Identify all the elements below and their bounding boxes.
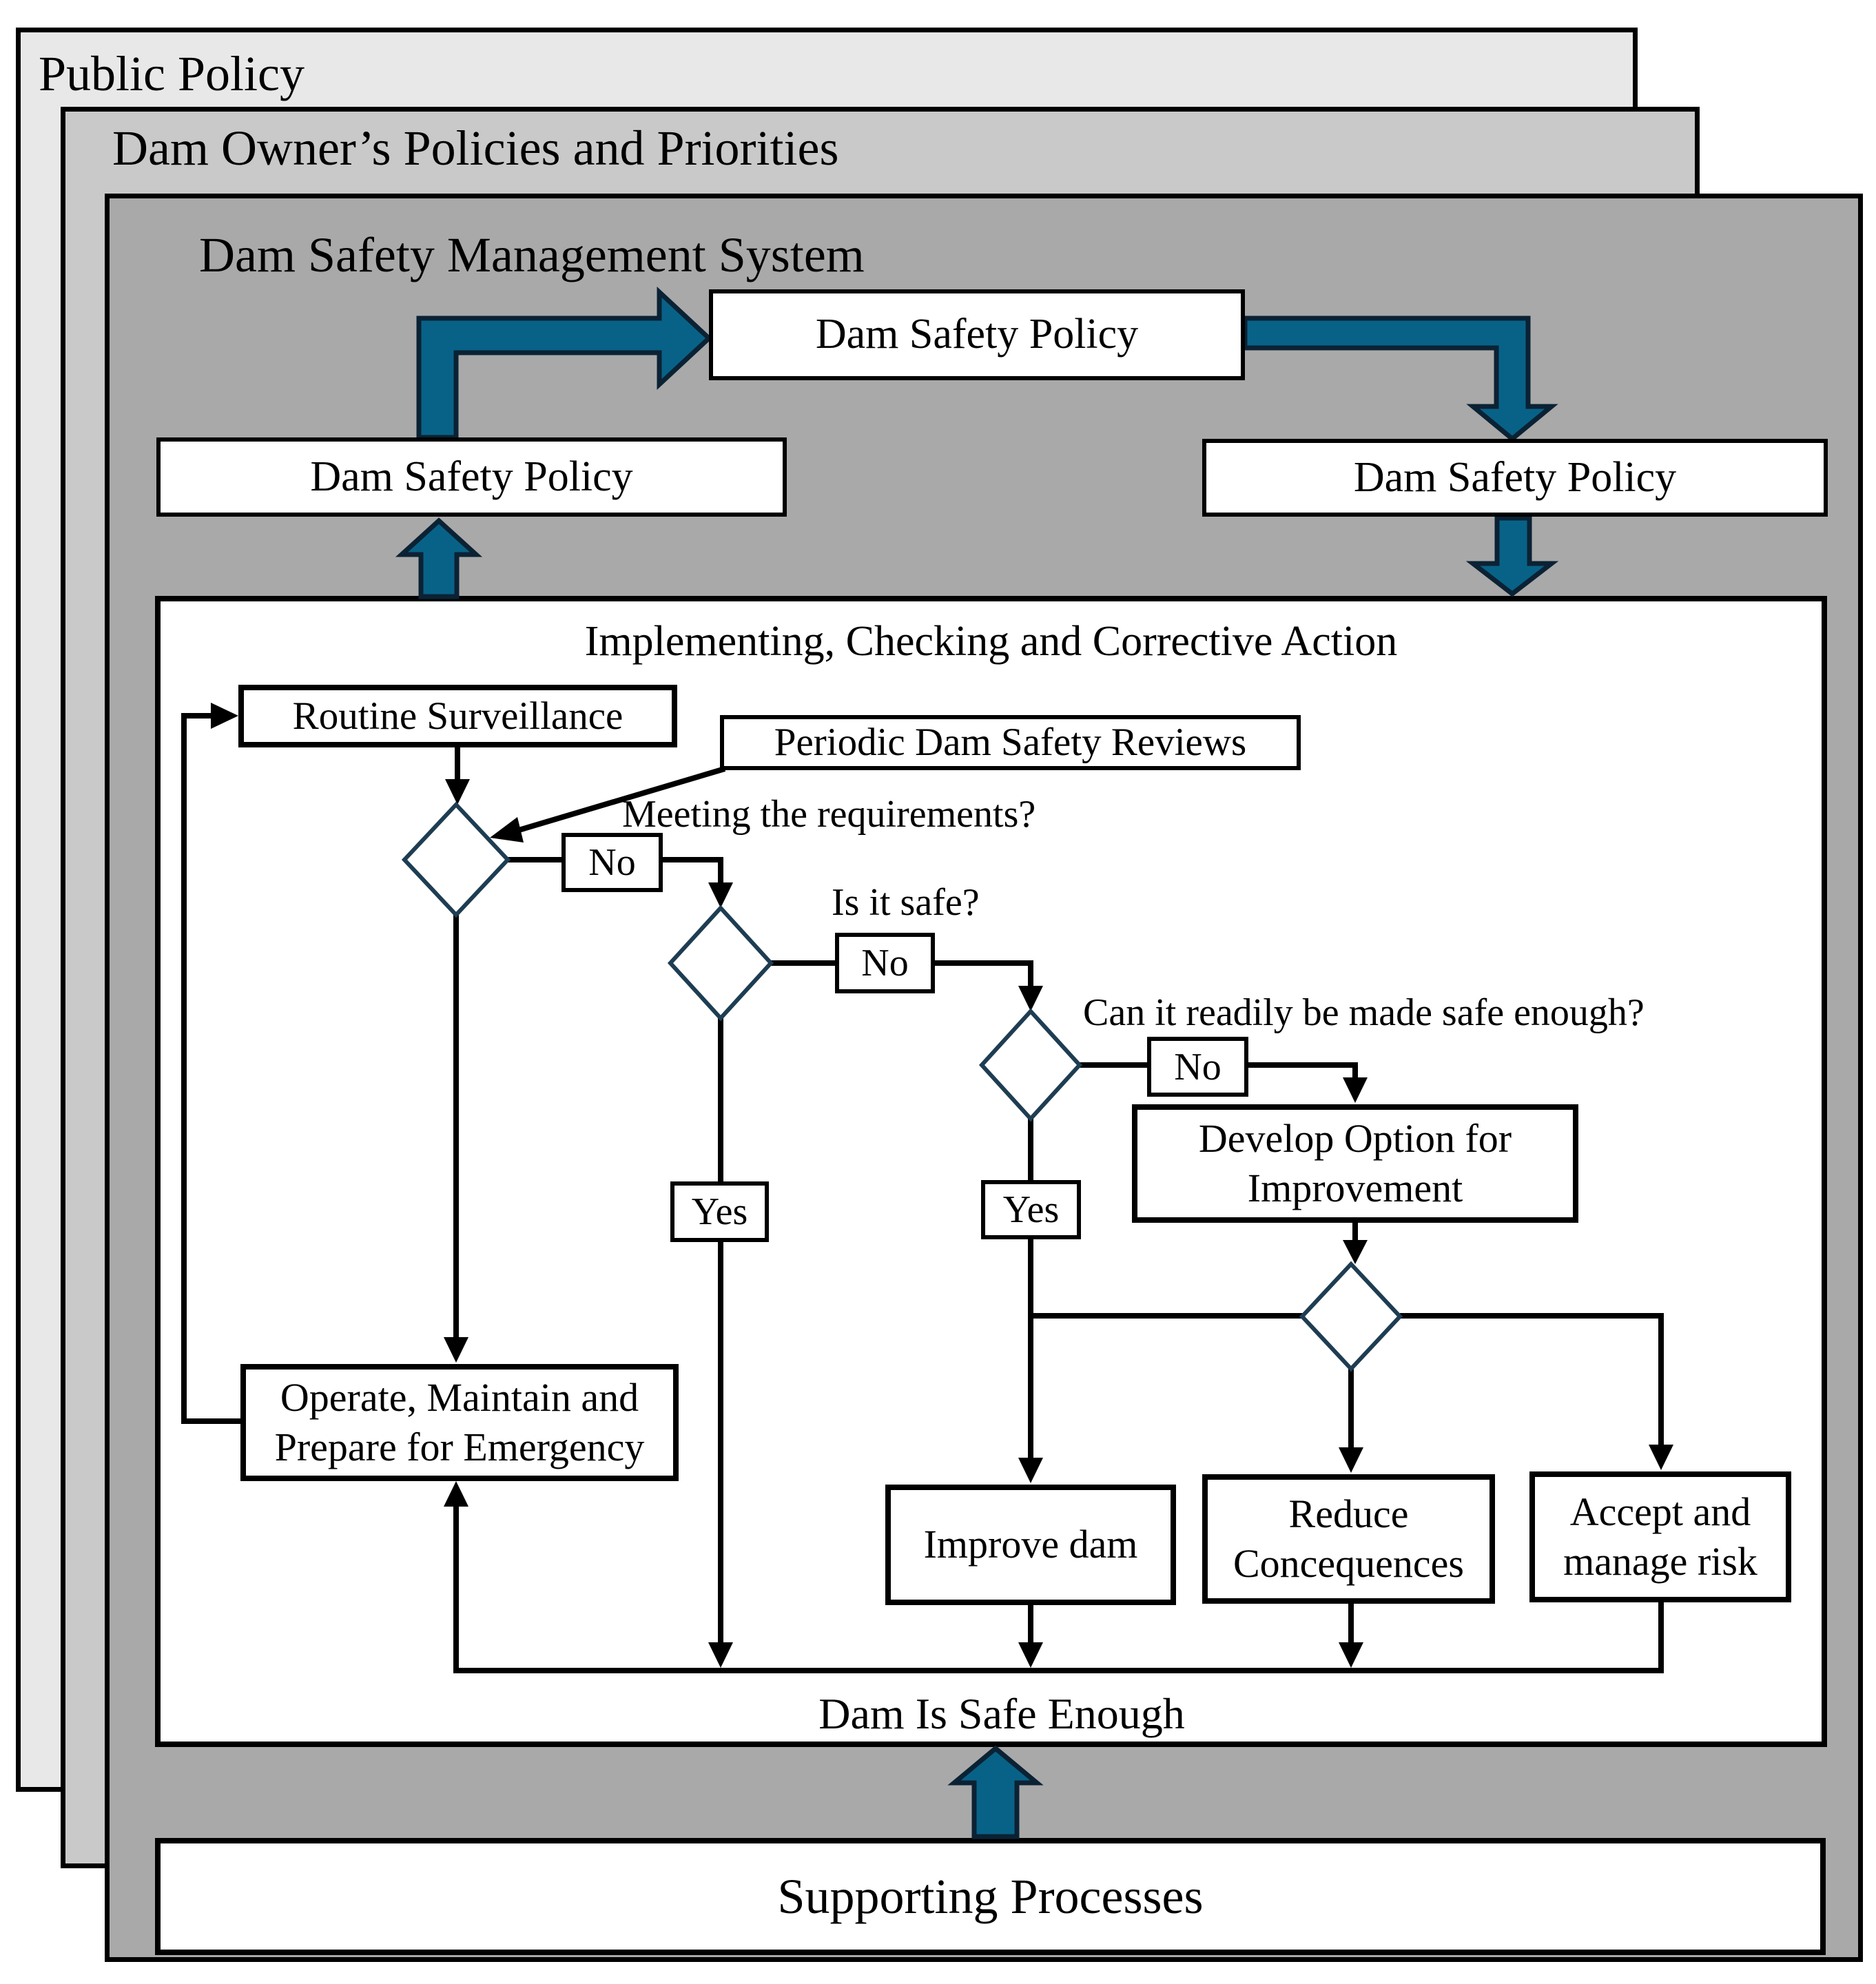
dam-safety-policy-top-box: Dam Safety Policy [709, 289, 1245, 380]
arrowhead-into-d1-top [445, 779, 470, 805]
arrowhead-into-reduce [1339, 1447, 1363, 1473]
improve-dam-box: Improve dam [885, 1485, 1176, 1605]
line-no2-to-d3 [934, 960, 1033, 986]
arrowhead-yes1-into-bottom [708, 1642, 733, 1668]
dam-safety-policy-right-box: Dam Safety Policy [1202, 439, 1828, 517]
routine-surveillance-box: Routine Surveillance [238, 685, 677, 747]
yes-box-1: Yes [670, 1181, 769, 1242]
supporting-processes-box: Supporting Processes [155, 1838, 1826, 1955]
arrowhead-improve-into-bottom [1018, 1642, 1043, 1668]
arrowhead-into-accept [1649, 1445, 1673, 1470]
diamond-improvement-choice [1299, 1261, 1403, 1372]
flow-arrowheads [211, 703, 1673, 1668]
arrowhead-into-d2-top [708, 882, 733, 908]
arrow-left-policy-to-top [416, 286, 713, 440]
flow-lines [181, 713, 1664, 1673]
arrowhead-into-improve [1018, 1458, 1043, 1483]
reduce-consequences-box: Reduce Concequences [1202, 1474, 1495, 1604]
arrow-up-into-left-policy [395, 517, 483, 599]
develop-option-box: Develop Option for Improvement [1132, 1104, 1578, 1223]
yes-label: Yes [1002, 1188, 1060, 1231]
policy-cycle-arrows [395, 286, 1559, 1839]
question-is-it-safe: Is it safe? [832, 881, 980, 924]
operate-maintain-label: Operate, Maintain and Prepare for Emerge… [274, 1374, 645, 1470]
no-label: No [588, 841, 636, 884]
no-box-3: No [1147, 1037, 1248, 1097]
arrowhead-into-routine [211, 703, 238, 729]
line-periodic-to-d1 [517, 766, 726, 833]
arrowhead-into-operate-bottom [444, 1481, 468, 1507]
periodic-reviews-label: Periodic Dam Safety Reviews [774, 721, 1247, 765]
no-label: No [861, 942, 909, 984]
periodic-reviews-box: Periodic Dam Safety Reviews [720, 715, 1301, 770]
dam-safety-management-title: Dam Safety Management System [199, 227, 865, 282]
question-readily-safe: Can it readily be made safe enough? [1083, 991, 1645, 1034]
supporting-processes-label: Supporting Processes [777, 1868, 1204, 1924]
line-feedback-loop [181, 713, 242, 1424]
operate-maintain-box: Operate, Maintain and Prepare for Emerge… [240, 1364, 679, 1481]
no-box-2: No [835, 933, 935, 993]
arrowhead-into-develop [1343, 1077, 1368, 1103]
dam-is-safe-enough-label: Dam Is Safe Enough [818, 1689, 1185, 1738]
dam-safety-policy-label: Dam Safety Policy [815, 311, 1139, 358]
yes-box-2: Yes [981, 1180, 1081, 1239]
line-no3-to-develop [1247, 1062, 1358, 1079]
no-box-1: No [561, 833, 663, 892]
yes-label: Yes [691, 1190, 748, 1233]
line-d4-to-accept [1400, 1313, 1664, 1448]
dam-owner-policies-title: Dam Owner’s Policies and Priorities [112, 121, 839, 176]
line-no1-to-d2 [661, 857, 723, 883]
no-label: No [1174, 1045, 1222, 1088]
diamond-is-it-safe [667, 905, 774, 1022]
arrowhead-into-d3-top [1018, 986, 1043, 1011]
arrowhead-reduce-into-bottom [1339, 1642, 1363, 1668]
routine-surveillance-label: Routine Surveillance [292, 694, 623, 738]
arrowhead-periodic-into-d1 [490, 817, 524, 843]
public-policy-title: Public Policy [39, 46, 305, 101]
improve-dam-label: Improve dam [923, 1522, 1138, 1567]
dam-safety-policy-left-box: Dam Safety Policy [156, 437, 787, 517]
accept-manage-risk-label: Accept and manage risk [1563, 1489, 1758, 1584]
arrowhead-into-operate-top [444, 1337, 468, 1363]
decision-diamonds [401, 801, 1403, 1372]
reduce-consequences-label: Reduce Concequences [1233, 1491, 1464, 1587]
question-meeting-requirements: Meeting the requirements? [622, 793, 1036, 836]
arrowhead-into-d4-top [1343, 1240, 1368, 1264]
dam-safety-policy-label: Dam Safety Policy [310, 453, 633, 500]
diamond-meeting-requirements [401, 801, 511, 918]
arrow-right-policy-down [1465, 515, 1559, 597]
arrow-supporting-up [947, 1745, 1044, 1839]
dam-safety-policy-label: Dam Safety Policy [1353, 453, 1677, 501]
accept-manage-risk-box: Accept and manage risk [1529, 1471, 1791, 1602]
diamond-readily-safe [978, 1008, 1083, 1122]
arrow-top-to-right-policy [1242, 316, 1558, 442]
develop-option-label: Develop Option for Improvement [1198, 1115, 1512, 1211]
implementing-title: Implementing, Checking and Corrective Ac… [584, 618, 1398, 665]
